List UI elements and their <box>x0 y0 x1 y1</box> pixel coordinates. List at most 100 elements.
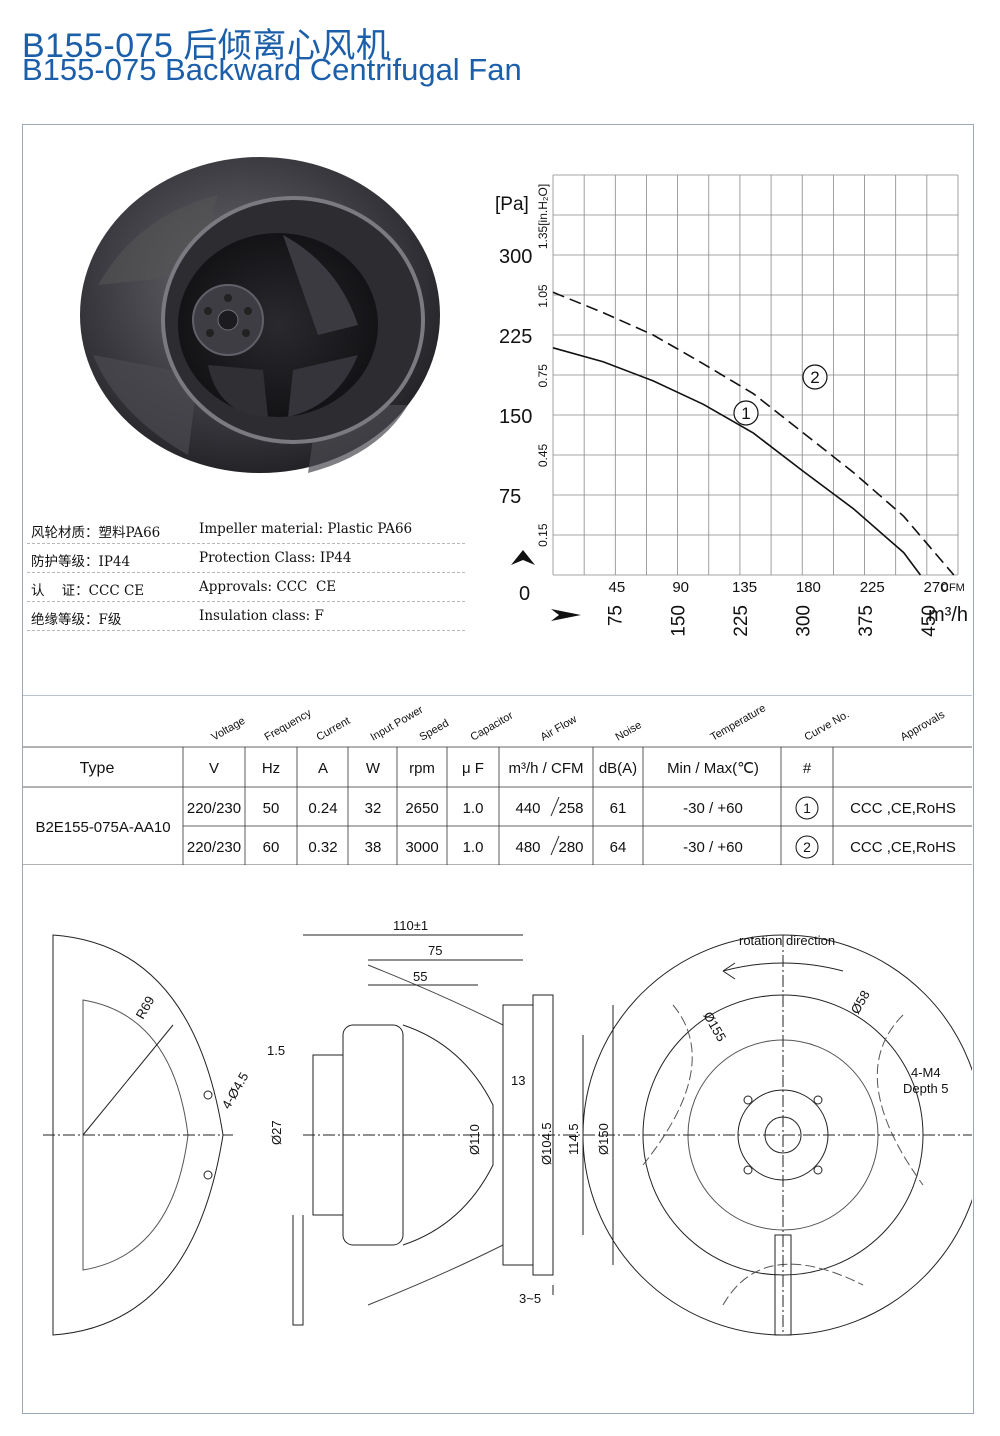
table-unit: # <box>803 760 812 777</box>
fan-photo <box>80 157 440 473</box>
y-tick-label: 75 <box>499 486 521 508</box>
table-cell-approvals: CCC ,CE,RoHS <box>850 800 956 817</box>
dim-55: 55 <box>413 969 427 984</box>
flow-separator <box>550 796 560 817</box>
x-tick-cfm: 225 <box>860 579 885 596</box>
flow-separator <box>550 835 560 856</box>
table-cell: 2650 <box>405 800 438 817</box>
spec-cn: 风轮材质：塑料PA66 <box>31 525 161 541</box>
x-tick-m3h: 225 <box>731 605 752 637</box>
blade-curve <box>876 1014 924 1186</box>
curve-label-1: 1 <box>741 404 750 423</box>
curve-line-1 <box>552 347 922 576</box>
table-unit: Min / Max(℃) <box>667 760 759 777</box>
cable-outlet <box>292 1215 304 1326</box>
table-header-rotated: Air Flow <box>539 713 579 743</box>
dim-114-5: 114.5 <box>566 1123 581 1155</box>
mount-hole <box>203 1090 213 1100</box>
spec-list: 风轮材质：塑料PA66 Impeller material: Plastic P… <box>27 515 465 631</box>
dim-4-d4-5: 4-Ø4.5 <box>219 1070 252 1112</box>
table-header-rotated: Input Power <box>369 704 426 744</box>
table-cell-approvals: CCC ,CE,RoHS <box>850 839 956 856</box>
table-unit: Hz <box>262 760 280 777</box>
y2-tick-label: 0.15 <box>536 523 550 547</box>
m4-hole <box>743 1095 753 1105</box>
table-header-rotated: Capacitor <box>469 709 516 743</box>
table-cell: 38 <box>365 839 382 856</box>
blade-curve <box>642 1004 693 1166</box>
m4-hole <box>813 1165 823 1175</box>
x-tick-cfm: 270 <box>924 579 949 596</box>
table-header-rotated: Speed <box>418 717 452 743</box>
table-header-rotated: Noise <box>614 719 644 743</box>
radius-leader <box>82 1024 174 1136</box>
curve-no-circle <box>795 835 819 859</box>
rotation-arrow <box>722 962 844 972</box>
y-tick-label: 300 <box>499 246 532 268</box>
table-cell: 0.32 <box>308 839 337 856</box>
table-cell-flow-cfm: 280 <box>558 839 583 856</box>
spec-cn: 防护等级：IP44 <box>31 554 131 570</box>
table-cell-curve: 1 <box>803 800 811 816</box>
spec-row: 风轮材质：塑料PA66 Impeller material: Plastic P… <box>27 515 465 544</box>
dim-1-5: 1.5 <box>267 1043 285 1058</box>
dim-d150: Ø150 <box>596 1123 611 1155</box>
dim-13: 13 <box>511 1073 525 1088</box>
table-cell: 3000 <box>405 839 438 856</box>
spec-row: 绝缘等级：F级 Insulation class: F <box>27 602 465 631</box>
table-cell-flow-m3h: 480 <box>515 839 540 856</box>
curve-marker-2 <box>802 364 828 390</box>
dim-overall-depth: 110±1 <box>393 918 428 933</box>
title-chinese: B155-075 后倾离心风机 <box>22 27 391 65</box>
spec-row: 认 证：CCC CE Approvals: CCC CE <box>27 573 465 602</box>
spec-en: Approvals: CCC CE <box>199 579 337 595</box>
table-cell-flow-cfm: 258 <box>558 800 583 817</box>
table-header-rotated: Current <box>315 715 353 744</box>
dim-d110: Ø110 <box>467 1124 482 1155</box>
datasheet-frame: 风轮材质：塑料PA66 Impeller material: Plastic P… <box>22 124 974 1414</box>
spec-cn: 绝缘等级：F级 <box>31 612 122 628</box>
blade-curve <box>722 1263 864 1306</box>
mount-hole <box>203 1170 213 1180</box>
table-unit: dB(A) <box>599 760 637 777</box>
table-cell-noise: 61 <box>610 800 627 817</box>
x-tick-m3h: 375 <box>856 605 877 637</box>
table-unit: A <box>318 760 328 777</box>
table-model: B2E155-075A-AA10 <box>35 819 170 836</box>
x-unit-m3h: m³/h <box>928 604 968 626</box>
table-cell: 32 <box>365 800 382 817</box>
y-tick-zero: 0 <box>519 583 530 605</box>
table-header-rotated: Curve No. <box>803 708 852 743</box>
y-tick-label: 225 <box>499 326 532 348</box>
curve-label-2: 2 <box>810 368 819 387</box>
x-tick-cfm: 90 <box>672 579 689 596</box>
dim-3-5: 3~5 <box>519 1291 541 1306</box>
y2-tick-label: 0.75 <box>536 364 550 388</box>
dim-d155: Ø155 <box>700 1009 729 1044</box>
section-divider <box>23 695 972 696</box>
chart-grid <box>552 174 959 576</box>
dim-d104-5: Ø104.5 <box>539 1122 554 1165</box>
y2-tick-label: 1.05 <box>536 284 550 308</box>
table-unit: rpm <box>409 760 435 777</box>
spec-row: 防护等级：IP44 Protection Class: IP44 <box>27 544 465 573</box>
title-english: B155-075 Backward Centrifugal Fan <box>22 52 522 87</box>
table-header-rotated: Frequency <box>263 707 314 744</box>
curve-marker-1 <box>733 400 759 426</box>
table-header-rotated: Approvals <box>899 708 948 743</box>
table-cell: 0.24 <box>308 800 337 817</box>
table-cell: 220/230 <box>187 839 241 856</box>
table-cell-temp: -30 / +60 <box>683 839 743 856</box>
table-unit: m³/h / CFM <box>509 760 584 777</box>
table-cell: 50 <box>263 800 280 817</box>
m4-hole <box>813 1095 823 1105</box>
table-cell-flow-m3h: 440 <box>515 800 540 817</box>
table-header-rotated: Voltage <box>210 715 248 744</box>
rotation-arrow-head <box>722 962 736 980</box>
spec-en: Protection Class: IP44 <box>199 550 352 566</box>
table-cell: 1.0 <box>463 800 484 817</box>
performance-chart: 751502253000[Pa]0.150.450.751.051.35[in.… <box>495 174 968 637</box>
table-type-header: Type <box>80 760 115 777</box>
x-tick-m3h: 75 <box>606 605 627 626</box>
